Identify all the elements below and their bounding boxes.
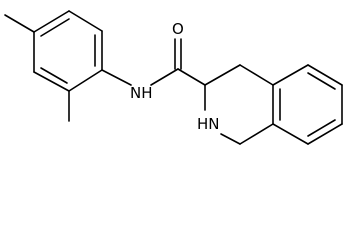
benzo-ring bbox=[272, 64, 343, 145]
dimethylphenyl-ring bbox=[33, 10, 103, 92]
carbonyl-oxygen-label: O bbox=[172, 20, 184, 38]
ring-nitrogen-label: HN bbox=[197, 115, 220, 133]
amide-nitrogen-label: NH bbox=[130, 84, 153, 102]
saturated-ring bbox=[204, 64, 274, 145]
n-carbonyl-bond bbox=[150, 68, 179, 86]
structure-drawing: O NH HN bbox=[4, 10, 343, 145]
molecule-diagram: O NH HN bbox=[4, 10, 343, 145]
carbonyl-ring-bond bbox=[177, 68, 206, 86]
aryl-n-bond bbox=[101, 69, 132, 86]
para-methyl-bond bbox=[4, 14, 35, 33]
